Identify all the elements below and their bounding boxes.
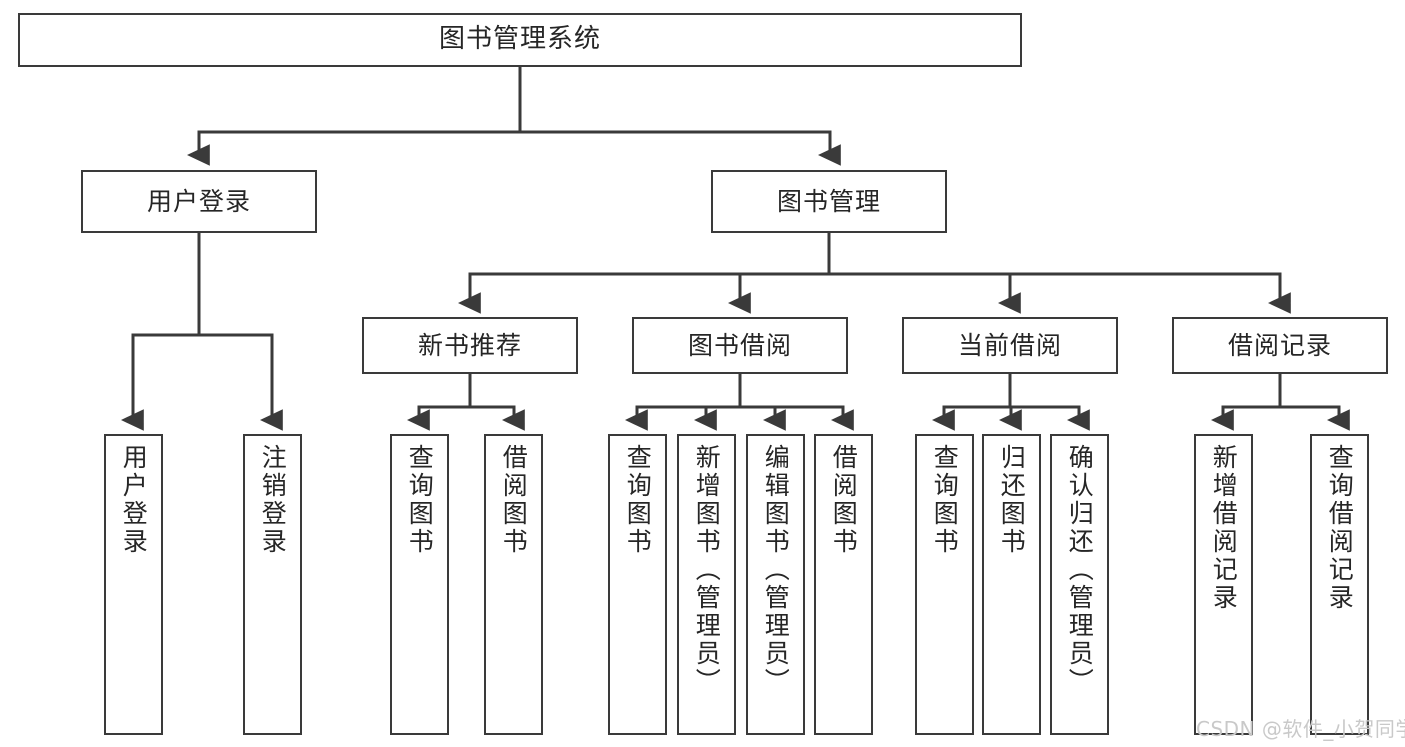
node-user-login[interactable]: 用户登录	[81, 170, 317, 233]
node-root-system[interactable]: 图书管理系统	[18, 13, 1022, 67]
leaf-record-add-record[interactable]: 新增借阅记录	[1194, 434, 1253, 735]
node-label: 当前借阅	[957, 330, 1062, 360]
leaf-recommend-borrow-book[interactable]: 借阅图书	[484, 434, 543, 735]
node-label: 确认归还（管理员）	[1065, 444, 1095, 696]
node-book-management[interactable]: 图书管理	[711, 170, 947, 233]
node-label: 查询借阅记录	[1325, 444, 1355, 612]
node-label: 图书管理	[776, 186, 881, 216]
node-borrow-record[interactable]: 借阅记录	[1172, 317, 1388, 374]
node-new-book-recommend[interactable]: 新书推荐	[362, 317, 578, 374]
node-label: 借阅图书	[829, 444, 859, 556]
node-current-borrow[interactable]: 当前借阅	[902, 317, 1118, 374]
node-label: 图书借阅	[687, 330, 792, 360]
node-label: 查询图书	[405, 444, 435, 556]
leaf-user-login-signin[interactable]: 用户登录	[104, 434, 163, 735]
node-label: 用户登录	[146, 186, 251, 216]
leaf-user-login-signout[interactable]: 注销登录	[243, 434, 302, 735]
leaf-borrow-borrow-book[interactable]: 借阅图书	[814, 434, 873, 735]
node-label: 查询图书	[623, 444, 653, 556]
node-label: 注销登录	[258, 444, 288, 556]
node-label: 新书推荐	[417, 330, 522, 360]
node-label: 借阅记录	[1227, 330, 1332, 360]
node-label: 借阅图书	[499, 444, 529, 556]
leaf-current-return-book[interactable]: 归还图书	[982, 434, 1041, 735]
node-label: 新增图书（管理员）	[692, 444, 722, 696]
node-label: 编辑图书（管理员）	[761, 444, 791, 696]
node-book-borrow[interactable]: 图书借阅	[632, 317, 848, 374]
node-label: 用户登录	[119, 444, 149, 556]
watermark-text: CSDN @软件_小贺同学	[1196, 717, 1405, 741]
leaf-record-query-record[interactable]: 查询借阅记录	[1310, 434, 1369, 735]
node-label: 新增借阅记录	[1209, 444, 1239, 612]
leaf-recommend-query-book[interactable]: 查询图书	[390, 434, 449, 735]
node-label: 图书管理系统	[438, 24, 601, 55]
node-label: 查询图书	[930, 444, 960, 556]
leaf-borrow-query-book[interactable]: 查询图书	[608, 434, 667, 735]
leaf-current-query-book[interactable]: 查询图书	[915, 434, 974, 735]
leaf-current-confirm-return-admin[interactable]: 确认归还（管理员）	[1050, 434, 1109, 735]
leaf-borrow-add-book-admin[interactable]: 新增图书（管理员）	[677, 434, 736, 735]
leaf-borrow-edit-book-admin[interactable]: 编辑图书（管理员）	[746, 434, 805, 735]
node-label: 归还图书	[997, 444, 1027, 556]
